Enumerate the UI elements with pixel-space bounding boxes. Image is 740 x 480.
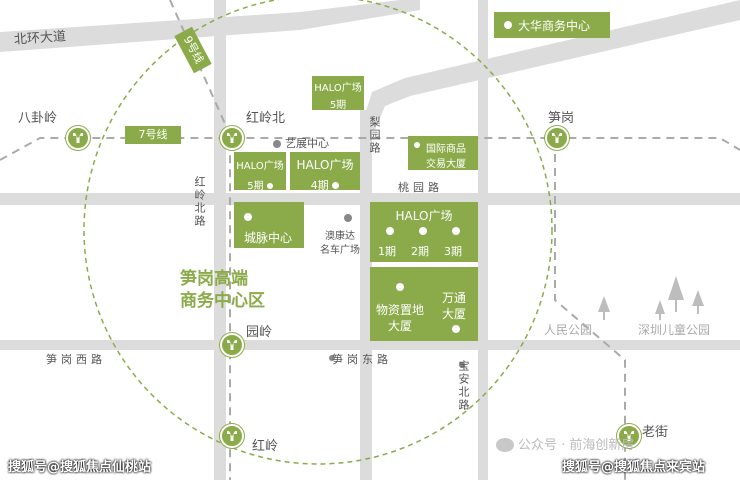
road-label-beihuan: 北环大道 — [13, 29, 67, 48]
poi-aokangda-line2: 名车广场 — [320, 245, 360, 256]
station-bagualing: 八卦岭 — [18, 111, 58, 126]
metro-line-7-path — [0, 137, 740, 161]
poi-yizhan-label: 艺展中心 — [285, 137, 329, 150]
marker-icon — [396, 283, 404, 291]
poi-halo-5-name: HALO广场 — [236, 161, 284, 172]
watermark-wechat: 公众号 · 前海创新房 — [496, 438, 634, 452]
metro-station-icon[interactable] — [545, 126, 569, 150]
poi-halo-5-phase: 5期 — [247, 181, 264, 192]
metro-station-icon[interactable] — [617, 424, 641, 448]
poi-dahua-label: 大华商务中心 — [518, 18, 591, 33]
station-laojie: 老街 — [642, 425, 669, 440]
poi-wantong-line2: 大厦 — [442, 307, 467, 321]
marker-icon — [266, 183, 273, 189]
station-honglingbei: 红岭北 — [246, 111, 286, 126]
poi-chengmai-label: 城脉中心 — [244, 231, 293, 245]
park-children-label: 深圳儿童公园 — [638, 323, 711, 337]
metro-line-7-tag[interactable]: 7号线 — [125, 126, 181, 144]
poi-wantong-line1: 万通 — [442, 291, 467, 305]
marker-icon — [332, 182, 340, 189]
poi-halo-4-row: 4期 — [290, 177, 360, 193]
poi-halo-4-name: HALO广场 — [296, 158, 354, 172]
watermark-left: 搜狐号@搜狐焦点仙桃站 — [8, 460, 152, 475]
district-title: 笋岗高端 商务中心区 — [180, 268, 265, 312]
poi-wuzi-line2: 大厦 — [388, 319, 413, 333]
district-title-line2: 商务中心区 — [180, 291, 265, 311]
metro-line-east-path — [554, 140, 626, 480]
road-label-taoyuan: 桃园路 — [398, 181, 443, 194]
station-hongling: 红岭 — [252, 439, 279, 454]
marker-icon — [452, 325, 460, 333]
poi-chengmai[interactable]: 城脉中心 — [234, 202, 304, 248]
yizhan-marker-icon — [273, 140, 281, 148]
poi-halo-5-top-name: HALO广场 — [314, 83, 362, 94]
station-sungang: 笋岗 — [548, 111, 575, 126]
marker-icon — [414, 142, 420, 148]
poi-guoji-line1: 国际商品 — [426, 144, 466, 155]
poi-halo-5-top-phase: 5期 — [329, 100, 347, 111]
poi-halo-5[interactable]: HALO广场 5期 — [234, 152, 286, 192]
metro-station-icon[interactable] — [220, 333, 244, 357]
poi-guoji[interactable]: 国际商品 交易大厦 — [408, 136, 478, 170]
road-label-liyuan: 梨园路 — [368, 116, 381, 155]
marker-icon — [504, 21, 512, 29]
poi-aokangda-label: 澳康达 名车广场 — [320, 230, 360, 258]
poi-halo-4[interactable]: HALO广场 4期 — [290, 152, 360, 193]
road-label-hongling-north: 红岭北路 — [193, 176, 206, 228]
poi-halo-5-top[interactable]: HALO广场 5期 — [312, 76, 364, 111]
poi-aokangda-line1: 澳康达 — [325, 231, 355, 242]
marker-icon — [452, 227, 460, 235]
poi-halo-phase-1: 1期 — [378, 245, 396, 258]
marker-icon — [419, 227, 427, 235]
poi-halo-1-3[interactable]: HALO广场 1期 2期 3期 — [370, 202, 478, 262]
poi-dahua[interactable]: 大华商务中心 — [494, 12, 610, 38]
metro-station-icon[interactable] — [220, 126, 244, 150]
poi-halo-phase-3: 3期 — [444, 245, 462, 258]
watermark-wechat-text: 公众号 · 前海创新房 — [518, 437, 635, 453]
park-renmin-label: 人民公园 — [544, 323, 593, 337]
metro-station-icon[interactable] — [220, 424, 244, 448]
poi-halo-4-phase: 4期 — [310, 179, 329, 192]
marker-icon — [244, 213, 252, 221]
road-label-sungang-east: 笋岗东路 — [332, 353, 392, 366]
poi-halo-phase-2: 2期 — [411, 245, 429, 258]
tree-icon — [598, 276, 704, 320]
poi-guoji-line2: 交易大厦 — [426, 159, 466, 170]
hongling-north-road — [214, 0, 226, 480]
liyuan-road — [360, 110, 372, 480]
watermark-right: 搜狐号@搜狐焦点来宾站 — [562, 460, 706, 475]
metro-station-icon[interactable] — [66, 126, 90, 150]
district-radius-circle — [83, 0, 553, 465]
marker-icon — [386, 227, 394, 235]
aokangda-marker-icon — [344, 214, 352, 222]
poi-wuzi-wantong[interactable]: 物资置地 大厦 万通 大厦 — [370, 267, 478, 341]
road-marker-icon — [459, 362, 465, 368]
upper-diagonal-road — [360, 0, 740, 130]
beihuan-road — [0, 0, 420, 52]
poi-halo-5-row: 5期 — [234, 177, 286, 192]
district-title-line1: 笋岗高端 — [180, 269, 248, 289]
baoan-north-road — [478, 0, 488, 480]
poi-wuzi-line1: 物资置地 — [376, 303, 425, 317]
road-label-baoan-north: 宝安北路 — [457, 360, 470, 412]
poi-halo-1-3-name: HALO广场 — [395, 209, 453, 223]
station-yuanling: 园岭 — [246, 325, 273, 340]
road-marker-icon — [329, 355, 335, 361]
road-label-sungang-west: 笋岗西路 — [46, 353, 106, 366]
wechat-icon — [496, 438, 514, 452]
